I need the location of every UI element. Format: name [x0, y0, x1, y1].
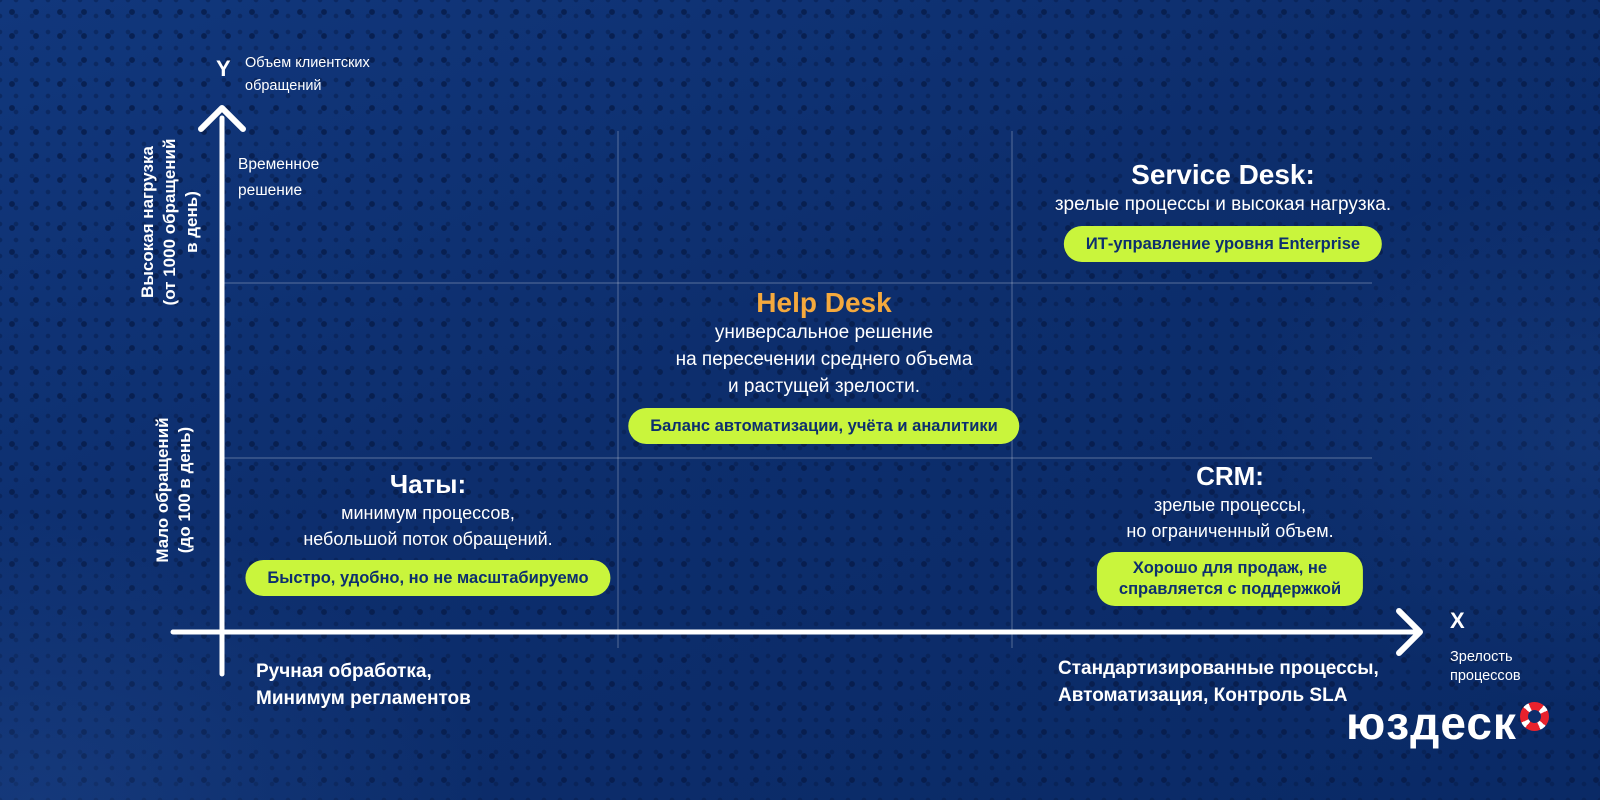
usedesk-logo: юздеск: [1346, 700, 1549, 746]
y-axis-title: Объем клиентских обращений: [245, 52, 370, 98]
quadrant-crm: CRM: зрелые процессы, но ограниченный об…: [1096, 460, 1364, 606]
y-axis-letter: Y: [216, 56, 231, 81]
y-low-line: Мало обращений: [153, 417, 172, 563]
help-desk-badge-line: Баланс автоматизации, учёта и аналитики: [650, 417, 998, 435]
service-desk-desc-line: зрелые процессы и высокая нагрузка.: [1054, 194, 1392, 215]
y-low-line: (до 100 в день): [175, 426, 194, 554]
service-desk-title: Service Desk:: [1131, 159, 1315, 190]
chats-description: минимум процессов, небольшой поток обращ…: [245, 500, 610, 552]
help-desk-title: Help Desk: [756, 287, 892, 318]
quadrant-help-desk: Help Desk универсальное решение на перес…: [628, 286, 1020, 444]
help-desk-desc-line: и растущей зрелости.: [728, 376, 920, 397]
chats-title: Чаты:: [389, 469, 467, 499]
x-axis-letter: X: [1450, 608, 1465, 633]
service-desk-badge: ИТ-управление уровня Enterprise: [1063, 226, 1383, 262]
help-desk-badge: Баланс автоматизации, учёта и аналитики: [628, 408, 1020, 444]
crm-title: CRM:: [1196, 461, 1264, 491]
crm-desc-line: но ограниченный объем.: [1126, 521, 1334, 541]
help-desk-desc-line: на пересечении среднего объема: [675, 349, 973, 370]
x-axis-title: Зрелость процессов: [1450, 648, 1521, 686]
x-right-line: Автоматизация, Контроль SLA: [1058, 685, 1348, 706]
x-left-line: Минимум регламентов: [256, 688, 471, 709]
chats-badge-line: Быстро, удобно, но не масштабируемо: [267, 569, 589, 587]
crm-description: зрелые процессы, но ограниченный объем.: [1097, 492, 1363, 544]
crm-badge: Хорошо для продаж, не справляется с подд…: [1096, 552, 1364, 606]
quadrant-chats: Чаты: минимум процессов, небольшой поток…: [245, 468, 611, 596]
x-axis-right-label: Стандартизированные процессы, Автоматиза…: [1058, 655, 1379, 709]
chats-desc-line: небольшой поток обращений.: [303, 529, 553, 549]
x-axis-arrowhead: [1396, 608, 1423, 656]
x-left-line: Ручная обработка,: [256, 661, 432, 682]
y-high-line: (от 1000 обращений: [160, 138, 179, 306]
quadrant-service-desk: Service Desk: зрелые процессы и высокая …: [1055, 158, 1391, 262]
y-axis-title-line: обращений: [245, 78, 322, 94]
x-axis-left-label: Ручная обработка, Минимум регламентов: [256, 658, 471, 712]
lifebuoy-icon: [1519, 702, 1549, 731]
help-desk-desc-line: универсальное решение: [714, 322, 934, 343]
chats-desc-line: минимум процессов,: [341, 503, 515, 523]
temporary-solution-note: Временное решение: [238, 152, 319, 204]
service-desk-badge-line: ИТ-управление уровня Enterprise: [1085, 235, 1361, 253]
y-high-line: в день): [182, 191, 201, 253]
help-desk-description: универсальное решение на пересечении сре…: [628, 319, 1019, 400]
chats-badge: Быстро, удобно, но не масштабируемо: [245, 560, 611, 596]
x-right-line: Стандартизированные процессы,: [1058, 658, 1379, 679]
y-axis-arrowhead: [198, 105, 246, 132]
y-axis-title-line: Объем клиентских: [245, 55, 370, 71]
service-desk-description: зрелые процессы и высокая нагрузка.: [1055, 191, 1391, 218]
crm-desc-line: зрелые процессы,: [1154, 495, 1306, 515]
y-axis-high-load-label: Высокая нагрузка (от 1000 обращений в де…: [137, 139, 203, 306]
crm-badge-line: Хорошо для продаж, не: [1132, 559, 1328, 577]
x-axis-title-line: Зрелость: [1450, 649, 1513, 665]
y-axis-low-load-label: Мало обращений (до 100 в день): [152, 417, 196, 562]
x-axis-title-line: процессов: [1450, 668, 1521, 684]
note-line: Временное: [238, 156, 320, 173]
logo-text: юздеск: [1346, 697, 1517, 749]
y-high-line: Высокая нагрузка: [138, 146, 157, 298]
note-line: решение: [238, 182, 303, 199]
crm-badge-line: справляется с поддержкой: [1118, 580, 1342, 598]
